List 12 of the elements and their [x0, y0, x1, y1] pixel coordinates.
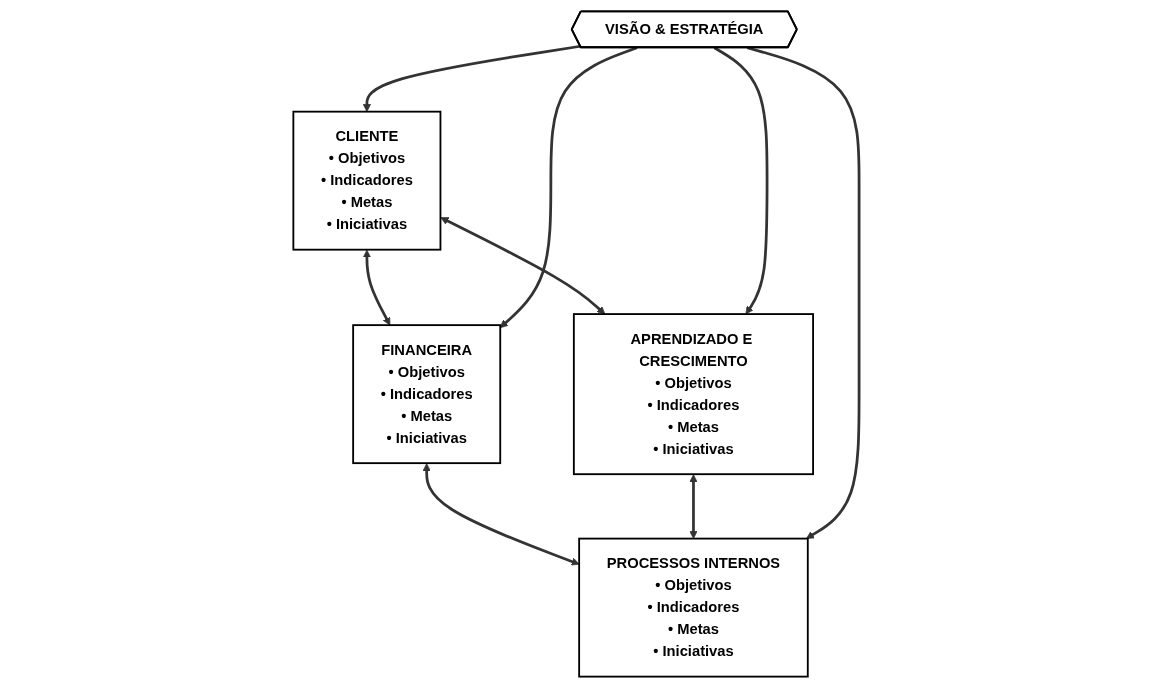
node-box: APRENDIZADO E CRESCIMENTO • Objetivos • Indicadores • Metas • Iniciativas: [573, 313, 815, 476]
arrow: [713, 46, 769, 315]
arrow: [363, 44, 581, 112]
node-box: PROCESSOS INTERNOS • Objetivos • Indicadores • Metas • Iniciativas: [578, 537, 809, 678]
node-box: FINANCEIRA • Objetivos • Indicadores • Metas • Iniciativas: [352, 324, 502, 465]
node-box: CLIENTE • Objetivos • Indicadores • Metas • Iniciativas: [292, 110, 442, 251]
arrow: [440, 217, 606, 315]
arrow: [500, 46, 638, 329]
arrow: [422, 463, 580, 566]
arrow: [747, 46, 861, 539]
arrow: [363, 249, 391, 326]
arrow: [689, 474, 698, 539]
